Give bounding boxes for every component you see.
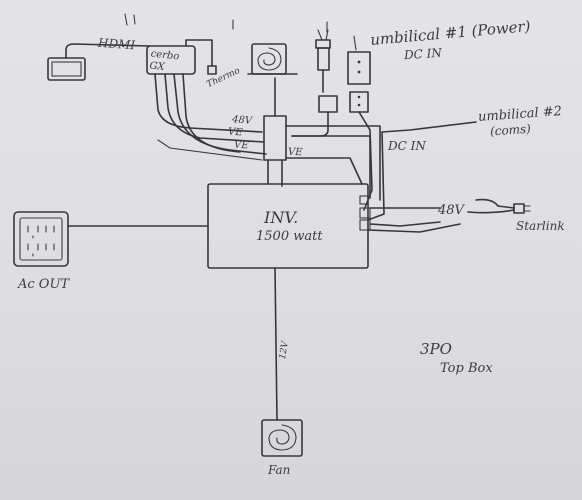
ac-outlet-icon [13,211,69,267]
plug-icon [315,29,331,93]
inverter-terminals [359,195,461,233]
dc-in-mid-label: DC IN [388,139,426,153]
cerbo-gx-label: cerbo GX [148,48,180,73]
ve-label-3: VE [287,146,303,159]
monitor-icon [47,57,86,81]
starlink-plug-icon [513,203,531,214]
ve-label-2: VE [233,139,249,152]
inverter-title: INV. [264,208,299,227]
thermo-sensor [207,65,217,75]
box-name-line-2: Top Box [440,361,493,376]
hdmi-cable [65,43,151,59]
inverter-rating: 1500 watt [256,229,323,244]
fan-icon-top [247,43,298,75]
fan-icon-bottom [261,419,303,457]
top-tick-marks [124,13,328,33]
thermo-wire [185,39,213,67]
dc-connector [291,95,338,137]
starlink-label: Starlink [516,219,565,233]
dc-in-top-label: DC IN [403,45,443,63]
central-trunk [263,77,381,201]
48v-right-label: 48V [438,203,464,218]
umbilical-2-wire [367,121,477,221]
fan-label: Fan [268,463,291,477]
box-name-line-1: 3PO [420,340,452,358]
hdmi-label: HDMI [97,35,136,53]
ve-label-1: VE [227,126,243,139]
ac-out-label: Ac OUT [18,277,70,292]
cerbo-gx-box [146,45,196,75]
umbilical-1-connector [347,35,371,113]
starlink-cable [475,198,515,209]
starlink-cable-b [467,209,515,214]
fan-12v-cable [274,267,278,421]
48v-top-label: 48V [231,114,253,127]
ve-cable-bundle [154,73,267,161]
comms-label: (coms) [489,121,532,139]
